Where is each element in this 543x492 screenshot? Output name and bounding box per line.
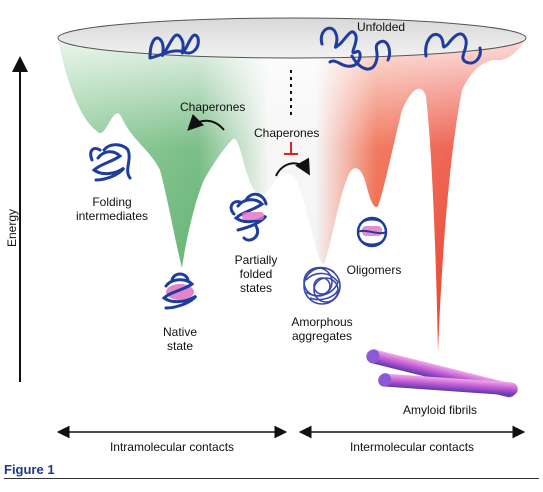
folding-intermediates-label-2: intermediates <box>76 209 148 223</box>
chaperones-left-label: Chaperones <box>180 100 245 114</box>
partially-folded-label-3: states <box>240 281 272 295</box>
figure-caption: Figure 1 <box>4 462 55 477</box>
partially-folded-helix <box>242 212 264 220</box>
landscape-rim <box>57 17 527 59</box>
chaperone-arrow-right <box>275 157 310 177</box>
energy-funnel-shading <box>58 38 526 352</box>
partially-folded-label-2: folded <box>240 267 273 281</box>
oligomer-protein-icon <box>356 216 388 248</box>
partially-folded-protein-icon <box>229 192 268 242</box>
amorphous-aggregates-label-2: aggregates <box>292 329 352 343</box>
folding-intermediate-protein-icon <box>89 143 132 182</box>
partially-folded-label-1: Partially <box>235 253 278 267</box>
native-state-protein-icon <box>161 272 198 310</box>
amyloid-fibrils-label: Amyloid fibrils <box>403 403 477 417</box>
inhibition-marker <box>284 142 298 155</box>
intramolecular-label: Intramolecular contacts <box>110 440 234 454</box>
unfolded-label: Unfolded <box>357 20 405 34</box>
unfolded-protein-icon <box>148 26 482 71</box>
native-state-label-2: state <box>167 339 193 353</box>
folding-intermediates-label-1: Folding <box>92 195 131 209</box>
amyloid-fibril-icon <box>366 349 518 398</box>
amorphous-aggregate-icon <box>303 266 341 305</box>
amorphous-aggregates-label-1: Amorphous <box>291 315 352 329</box>
caption-rule <box>4 478 539 479</box>
energy-axis-label: Energy <box>5 209 19 247</box>
chaperone-arrow-left <box>187 113 225 131</box>
intermolecular-label: Intermolecular contacts <box>350 440 474 454</box>
oligomers-label: Oligomers <box>347 263 402 277</box>
native-state-label-1: Native <box>163 325 197 339</box>
chaperones-center-label: Chaperones <box>254 126 319 140</box>
